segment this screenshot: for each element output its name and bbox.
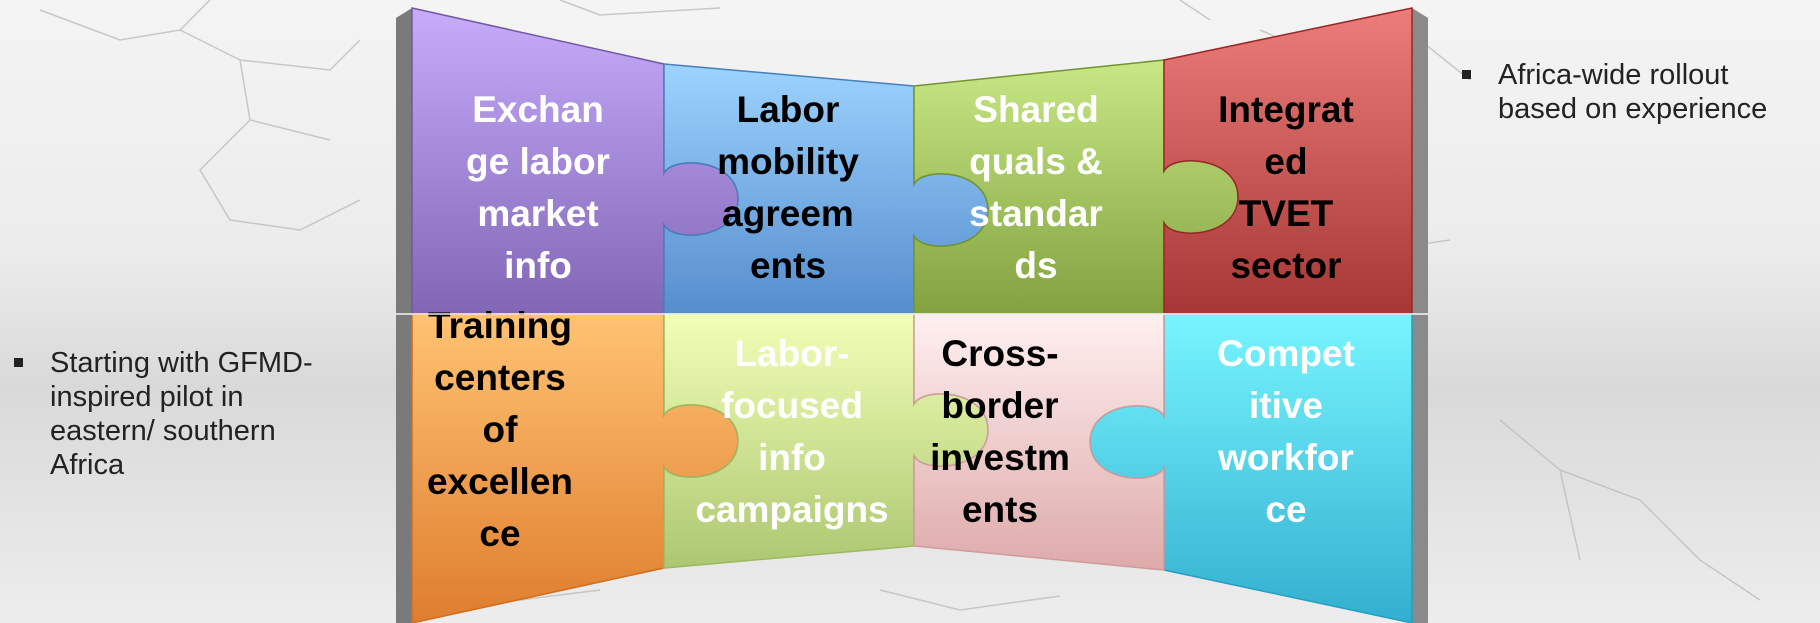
left-bullet-note: Starting with GFMD-inspired pilot in eas… bbox=[14, 346, 334, 482]
piece-label-line: Training bbox=[428, 305, 572, 346]
piece-label-line: investm bbox=[930, 437, 1070, 478]
piece-label-labor-mobility-agreements: Labor mobility agreem ents bbox=[717, 89, 859, 286]
piece-label-line: Exchan bbox=[472, 89, 604, 130]
piece-label-line: focused bbox=[721, 385, 863, 426]
piece-label-line: TVET bbox=[1239, 193, 1334, 234]
right-note-text: Africa-wide rollout based on experience bbox=[1498, 59, 1768, 125]
piece-label-cross-border-investments: Cross-border investm ents bbox=[930, 333, 1070, 530]
piece-label-line: itive bbox=[1249, 385, 1323, 426]
piece-label-training-centers-of-excellence: Training centers of excellen ce bbox=[427, 305, 573, 554]
puzzle-piece-integrated-tvet-sector bbox=[1163, 7, 1413, 315]
puzzle-piece-cross-border-investments bbox=[913, 313, 1165, 571]
piece-label-line: ents bbox=[750, 245, 826, 286]
piece-label-line: of bbox=[483, 409, 519, 450]
piece-label-line: sector bbox=[1230, 245, 1341, 286]
piece-label-line: info bbox=[758, 437, 826, 478]
piece-label-line: Labor bbox=[737, 89, 840, 130]
piece-label-line: campaigns bbox=[695, 489, 888, 530]
piece-label-line: Labor- bbox=[734, 333, 849, 374]
piece-label-line: ce bbox=[479, 513, 520, 554]
bullet-marker bbox=[1462, 70, 1471, 79]
piece-label-line: workfor bbox=[1217, 437, 1354, 478]
piece-label-line: border bbox=[941, 385, 1058, 426]
piece-label-shared-quals-standards: Shared quals & standar ds bbox=[969, 89, 1103, 286]
piece-label-line: Cross- bbox=[941, 333, 1058, 374]
left-note-text: Starting with GFMD-inspired pilot in eas… bbox=[50, 347, 313, 481]
right-frame-edge bbox=[1412, 8, 1428, 623]
piece-label-line: ge labor bbox=[466, 141, 610, 182]
piece-label-line: mobility bbox=[717, 141, 859, 182]
piece-label-line: ents bbox=[962, 489, 1038, 530]
left-frame-edge bbox=[396, 8, 412, 623]
piece-label-competitive-workforce: Compet itive workfor ce bbox=[1217, 333, 1355, 530]
piece-label-line: ed bbox=[1264, 141, 1307, 182]
piece-label-line: agreem bbox=[722, 193, 854, 234]
bullet-marker bbox=[14, 358, 23, 367]
piece-label-line: centers bbox=[434, 357, 566, 398]
piece-label-line: info bbox=[504, 245, 572, 286]
right-bullet-note: Africa-wide rollout based on experience bbox=[1462, 58, 1802, 126]
piece-label-line: market bbox=[477, 193, 598, 234]
piece-label-exchange-labor-market-info: Exchan ge labor market info bbox=[466, 89, 610, 286]
piece-label-line: ce bbox=[1265, 489, 1306, 530]
piece-label-labor-focused-info-campaigns: Labor-focused info campaigns bbox=[695, 333, 888, 530]
piece-label-line: Integrat bbox=[1218, 89, 1354, 130]
piece-label-line: excellen bbox=[427, 461, 573, 502]
piece-label-line: Shared bbox=[973, 89, 1098, 130]
piece-label-line: Compet bbox=[1217, 333, 1355, 374]
piece-label-line: quals & bbox=[969, 141, 1103, 182]
piece-label-line: ds bbox=[1014, 245, 1057, 286]
piece-label-line: standar bbox=[969, 193, 1103, 234]
